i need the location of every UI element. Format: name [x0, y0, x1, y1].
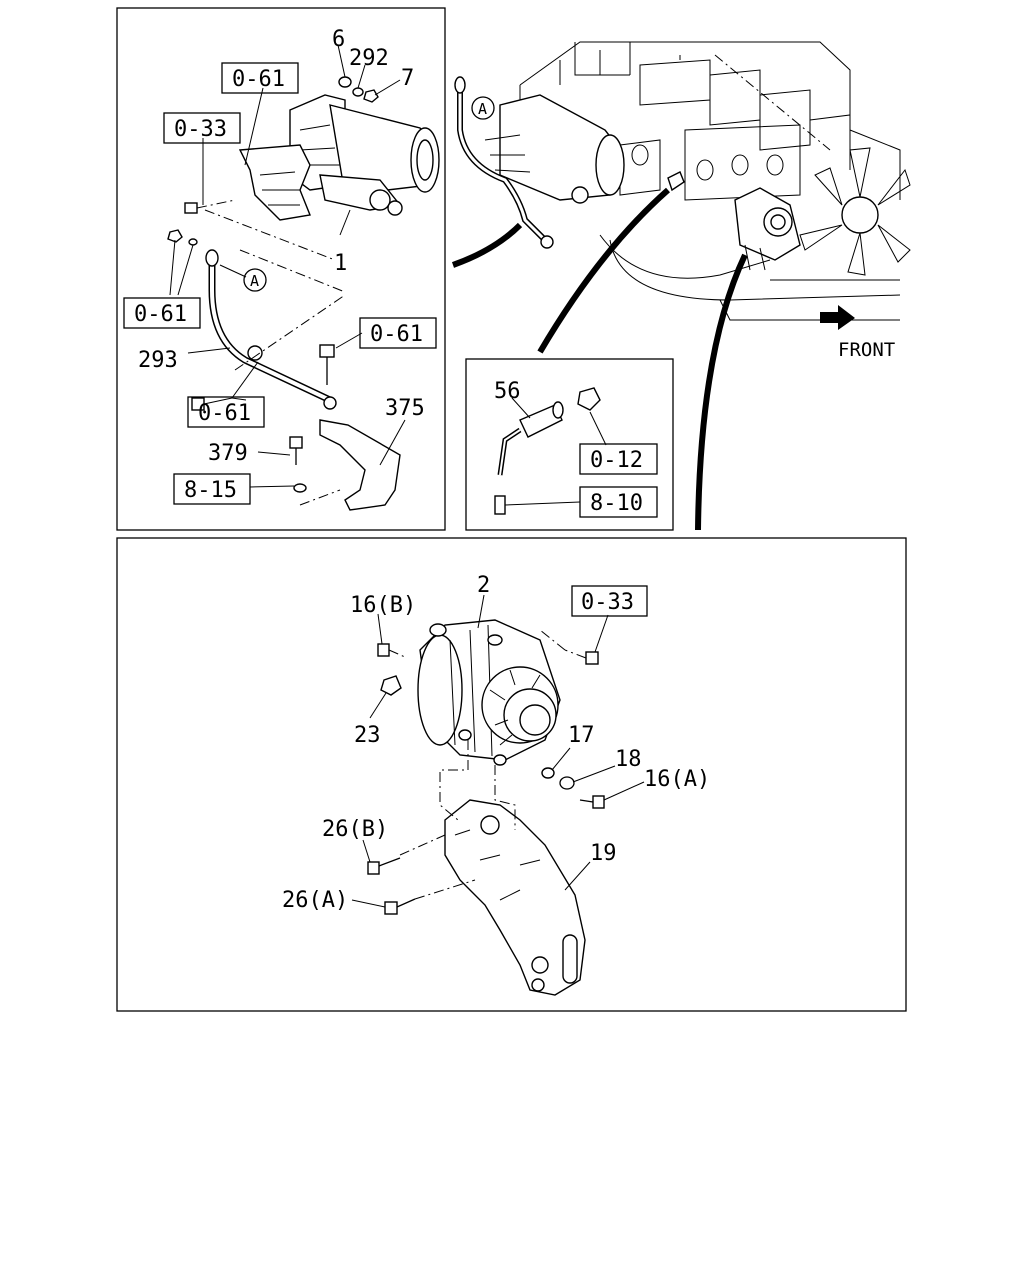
alternator-2 — [417, 619, 561, 766]
bolt-26b — [367, 857, 401, 875]
ref-0-61-right: 0-61 — [370, 322, 423, 347]
ref-0-61-left: 0-61 — [134, 302, 187, 327]
callout-17: 17 — [568, 723, 595, 748]
bolt-0-33 — [184, 199, 236, 214]
starter-panel: 6 292 7 1 293 375 379 0-61 0-33 0-61 0-6… — [116, 7, 446, 531]
callout-16b: 16(B) — [350, 593, 416, 618]
bolt-16b — [377, 643, 406, 658]
bolt-left-lower — [191, 397, 233, 411]
bracket-375 — [319, 419, 401, 511]
sensor-56 — [497, 401, 564, 476]
ref-box-0-61-right — [359, 317, 437, 349]
bolt-379 — [289, 436, 307, 493]
engine-sensor — [667, 171, 685, 192]
front-arrow — [820, 305, 855, 330]
sensor-panel: 56 0-12 8-10 — [465, 358, 674, 531]
callout-2: 2 — [477, 573, 490, 598]
ref-8-15: 8-15 — [184, 478, 237, 503]
callout-379: 379 — [208, 441, 248, 466]
starter-motor — [289, 94, 440, 216]
nut-left — [167, 229, 198, 246]
engine-overview: FRONT A — [451, 41, 911, 531]
engine-alternator — [734, 187, 801, 271]
washer-17 — [541, 767, 555, 779]
callout-292: 292 — [349, 46, 389, 71]
nut-0-12 — [577, 387, 601, 411]
ref-8-10: 8-10 — [590, 491, 643, 516]
ref-box-0-61-bottom — [187, 396, 265, 428]
connector-sensor — [537, 187, 670, 354]
ref-box-0-12 — [579, 443, 658, 475]
callout-23: 23 — [354, 723, 381, 748]
ref-box-8-15 — [173, 473, 251, 505]
ref-0-12: 0-12 — [590, 448, 643, 473]
sensor-panel-frame — [465, 358, 674, 531]
callout-1: 1 — [334, 251, 347, 276]
ref-0-61-bottom: 0-61 — [198, 401, 251, 426]
ref-box-0-61-top — [221, 62, 299, 94]
marker-a-left-label: A — [250, 272, 259, 290]
bolt-16a — [579, 795, 605, 809]
callout-18: 18 — [615, 747, 642, 772]
engine-battery-cable — [454, 76, 554, 249]
callout-26a: 26(A) — [282, 888, 348, 913]
front-label: FRONT — [838, 339, 895, 361]
engine-starter — [484, 94, 625, 204]
marker-a-engine-label: A — [478, 100, 487, 118]
ref-0-33-top: 0-33 — [174, 117, 227, 142]
alternator-panel-frame — [116, 537, 907, 1012]
callout-16a: 16(A) — [644, 767, 710, 792]
ref-box-8-10 — [579, 486, 658, 518]
ref-0-61-top: 0-61 — [232, 67, 285, 92]
callout-7: 7 — [401, 66, 414, 91]
marker-a-left — [243, 268, 267, 292]
callout-19: 19 — [590, 841, 617, 866]
alternator-panel: 2 16(B) 23 17 18 16(A) 26(B) 26(A) 19 0-… — [116, 537, 907, 1012]
starter-bracket — [238, 144, 311, 221]
callout-56: 56 — [494, 379, 521, 404]
connector-starter — [451, 222, 523, 268]
nut-23 — [380, 675, 402, 696]
callout-26b: 26(B) — [322, 817, 388, 842]
bolt-0-33-alt — [564, 649, 599, 665]
callout-293: 293 — [138, 348, 178, 373]
ref-0-33-alt: 0-33 — [581, 590, 634, 615]
bracket-19 — [444, 799, 586, 996]
battery-cable-293 — [205, 249, 337, 410]
ring-18 — [559, 776, 575, 790]
starter-panel-frame — [116, 7, 446, 531]
nut-6-292-7 — [338, 76, 379, 103]
callout-375: 375 — [385, 396, 425, 421]
callout-6: 6 — [332, 27, 345, 52]
ref-box-0-33-top — [163, 112, 241, 144]
cooling-fan — [799, 147, 911, 276]
bolt-right — [319, 344, 335, 385]
connector-alternator — [695, 253, 748, 531]
ref-box-0-33-alt — [571, 585, 648, 617]
bolt-26a — [384, 898, 416, 915]
ref-box-0-61-left — [123, 297, 201, 329]
connector-8-10 — [494, 495, 506, 515]
marker-a-engine — [471, 96, 495, 120]
